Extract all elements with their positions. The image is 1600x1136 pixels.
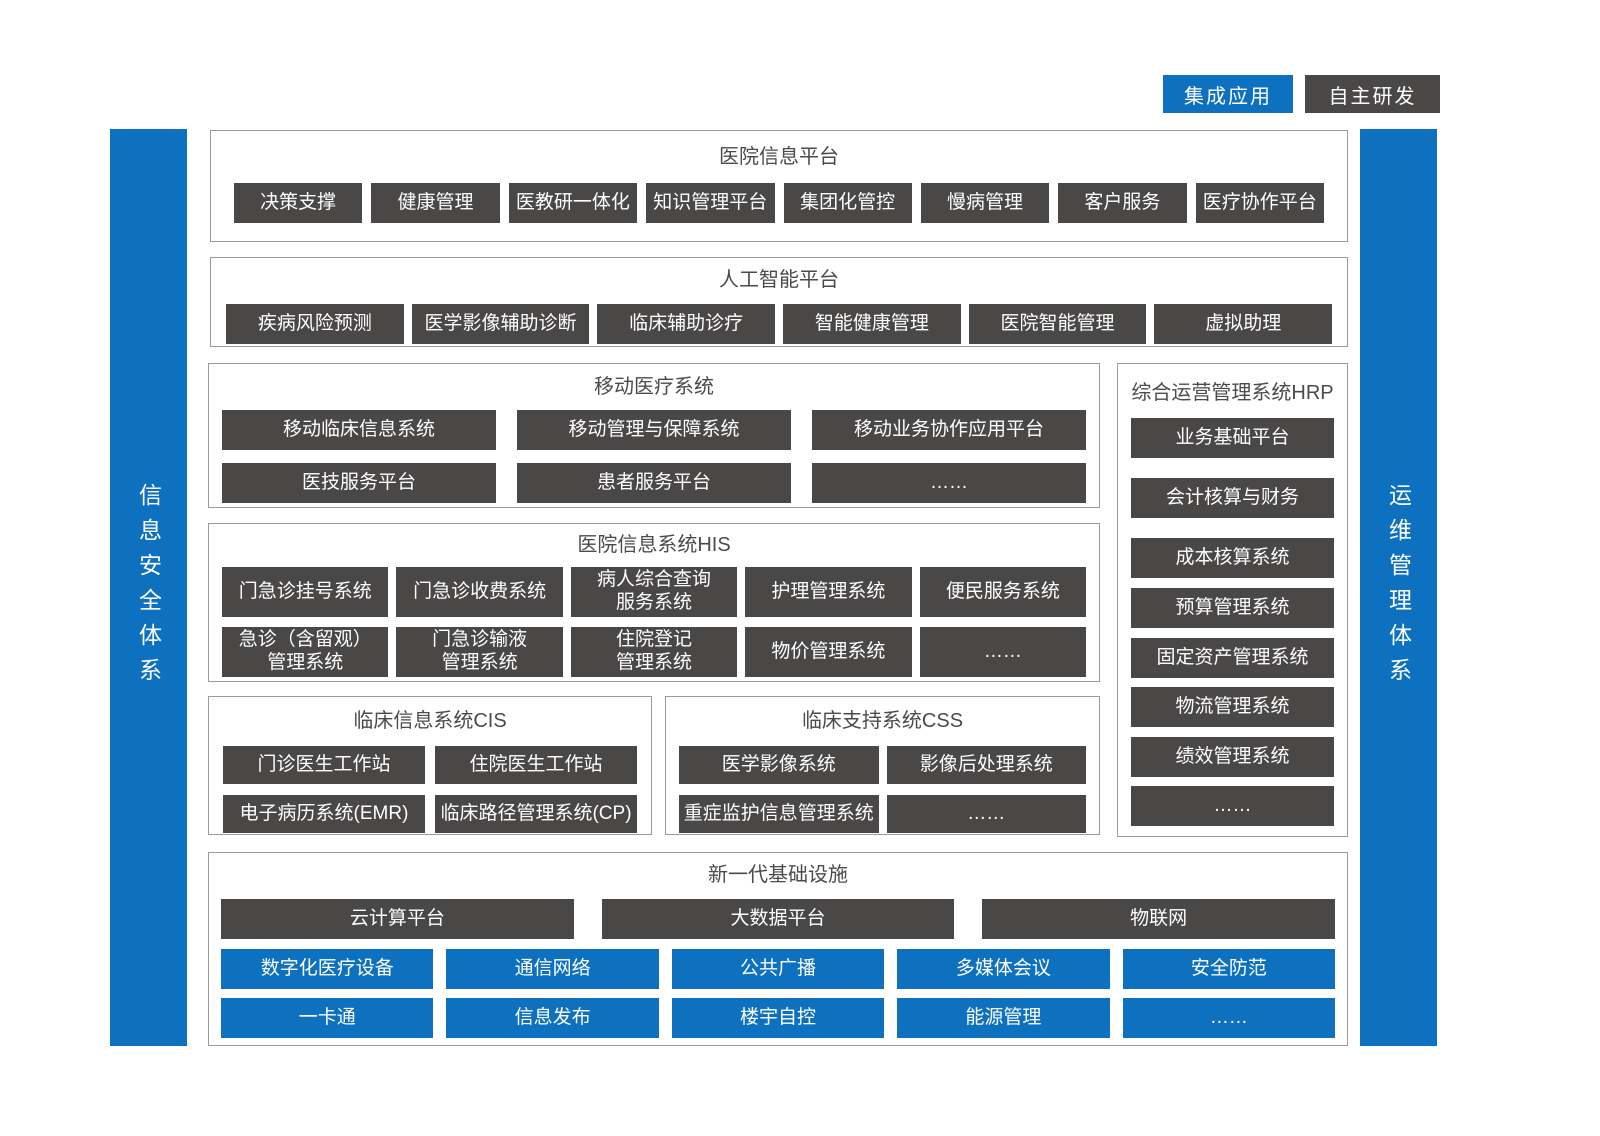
module-box: 住院医生工作站 bbox=[435, 746, 637, 784]
left-sidebar-info-security: 信息安全体系 bbox=[110, 129, 187, 1046]
section-cis: 临床信息系统CIS 门诊医生工作站 住院医生工作站 电子病历系统(EMR) 临床… bbox=[208, 696, 652, 835]
module-box: 一卡通 bbox=[221, 998, 434, 1038]
module-box: 病人综合查询 服务系统 bbox=[570, 567, 738, 617]
module-box: 能源管理 bbox=[897, 998, 1110, 1038]
module-box: 慢病管理 bbox=[920, 183, 1050, 223]
section-title: 综合运营管理系统HRP bbox=[1131, 382, 1334, 404]
module-box: 疾病风险预测 bbox=[226, 304, 404, 344]
module-box: 门急诊收费系统 bbox=[396, 567, 563, 617]
left-sidebar-label: 信息安全体系 bbox=[135, 482, 162, 693]
module-box: 预算管理系统 bbox=[1131, 588, 1334, 628]
module-box: 绩效管理系统 bbox=[1131, 737, 1334, 777]
module-box: 通信网络 bbox=[446, 949, 659, 989]
right-sidebar-ops-management: 运维管理体系 bbox=[1360, 129, 1437, 1046]
legend-self-developed-badge: 自主研发 bbox=[1305, 75, 1440, 113]
module-box: 公共广播 bbox=[671, 949, 885, 989]
module-box: 多媒体会议 bbox=[897, 949, 1110, 989]
section-his: 医院信息系统HIS 门急诊挂号系统 门急诊收费系统 病人综合查询 服务系统 护理… bbox=[208, 523, 1100, 682]
module-box: 物价管理系统 bbox=[745, 627, 912, 677]
module-box: 安全防范 bbox=[1122, 949, 1336, 989]
section-title: 医院信息平台 bbox=[719, 146, 839, 168]
module-box: 信息发布 bbox=[446, 998, 659, 1038]
module-box: 客户服务 bbox=[1058, 183, 1187, 223]
module-box: …… bbox=[1122, 998, 1336, 1038]
module-box: 便民服务系统 bbox=[919, 567, 1087, 617]
legend-integrated-badge: 集成应用 bbox=[1163, 75, 1293, 113]
module-box: 智能健康管理 bbox=[783, 304, 961, 344]
module-box: 固定资产管理系统 bbox=[1131, 638, 1334, 678]
section-ai-platform: 人工智能平台 疾病风险预测 医学影像辅助诊断 临床辅助诊疗 智能健康管理 医院智… bbox=[210, 257, 1348, 347]
module-box: 医学影像辅助诊断 bbox=[411, 304, 590, 344]
legend-integrated-label: 集成应用 bbox=[1184, 85, 1272, 108]
module-box: 物流管理系统 bbox=[1131, 687, 1334, 727]
section-infrastructure: 新一代基础设施 云计算平台 大数据平台 物联网 数字化医疗设备 通信网络 公共广… bbox=[208, 852, 1348, 1046]
module-box: …… bbox=[886, 795, 1086, 833]
module-box: 医学影像系统 bbox=[679, 746, 879, 784]
module-box: 物联网 bbox=[982, 899, 1336, 939]
right-sidebar-label: 运维管理体系 bbox=[1385, 482, 1412, 693]
module-box: …… bbox=[1131, 786, 1334, 826]
module-box: 重症监护信息管理系统 bbox=[679, 795, 879, 833]
section-hospital-info-platform: 医院信息平台 决策支撑 健康管理 医教研一体化 知识管理平台 集团化管控 慢病管… bbox=[210, 130, 1348, 242]
module-box: 住院登记 管理系统 bbox=[570, 627, 738, 677]
section-title: 人工智能平台 bbox=[719, 269, 839, 291]
module-box: 患者服务平台 bbox=[517, 463, 791, 503]
module-box: 会计核算与财务 bbox=[1131, 478, 1334, 518]
module-box: 决策支撑 bbox=[234, 183, 363, 223]
module-box: 知识管理平台 bbox=[646, 183, 775, 223]
section-mobile-medical: 移动医疗系统 移动临床信息系统 移动管理与保障系统 移动业务协作应用平台 医技服… bbox=[208, 363, 1100, 508]
section-title: 临床支持系统CSS bbox=[801, 710, 964, 732]
module-box: 急诊（含留观） 管理系统 bbox=[222, 627, 389, 677]
module-box: 数字化医疗设备 bbox=[221, 949, 434, 989]
module-box: 虚拟助理 bbox=[1154, 304, 1333, 344]
module-box: …… bbox=[919, 627, 1087, 677]
module-box: 门急诊挂号系统 bbox=[222, 567, 389, 617]
section-title: 医院信息系统HIS bbox=[577, 534, 731, 556]
section-title: 新一代基础设施 bbox=[708, 864, 848, 886]
module-box: 移动管理与保障系统 bbox=[517, 410, 791, 450]
module-box: 大数据平台 bbox=[601, 899, 955, 939]
module-box: 门诊医生工作站 bbox=[223, 746, 425, 784]
module-box: 医教研一体化 bbox=[508, 183, 638, 223]
section-title: 移动医疗系统 bbox=[594, 376, 714, 398]
module-box: 集团化管控 bbox=[783, 183, 912, 223]
module-box: 门急诊输液 管理系统 bbox=[396, 627, 563, 677]
module-box: 电子病历系统(EMR) bbox=[223, 795, 425, 833]
module-box: 移动临床信息系统 bbox=[222, 410, 496, 450]
module-box: 楼宇自控 bbox=[671, 998, 885, 1038]
module-box: 医院智能管理 bbox=[968, 304, 1147, 344]
module-box: 业务基础平台 bbox=[1131, 418, 1334, 458]
module-box: 护理管理系统 bbox=[745, 567, 912, 617]
module-box: 临床辅助诊疗 bbox=[597, 304, 776, 344]
module-box: 医疗协作平台 bbox=[1195, 183, 1324, 223]
legend-self-developed-label: 自主研发 bbox=[1328, 85, 1417, 108]
module-box: 医技服务平台 bbox=[222, 463, 496, 503]
section-title: 临床信息系统CIS bbox=[353, 710, 507, 732]
module-box: 临床路径管理系统(CP) bbox=[435, 795, 637, 833]
section-css: 临床支持系统CSS 医学影像系统 影像后处理系统 重症监护信息管理系统 …… bbox=[665, 696, 1100, 835]
module-box: 健康管理 bbox=[371, 183, 500, 223]
module-box: 成本核算系统 bbox=[1131, 538, 1334, 578]
module-box: 移动业务协作应用平台 bbox=[812, 410, 1086, 450]
module-box: 云计算平台 bbox=[221, 899, 574, 939]
section-hrp: 综合运营管理系统HRP 业务基础平台 会计核算与财务 成本核算系统 预算管理系统… bbox=[1117, 363, 1348, 837]
module-box: 影像后处理系统 bbox=[886, 746, 1086, 784]
module-box: …… bbox=[812, 463, 1086, 503]
